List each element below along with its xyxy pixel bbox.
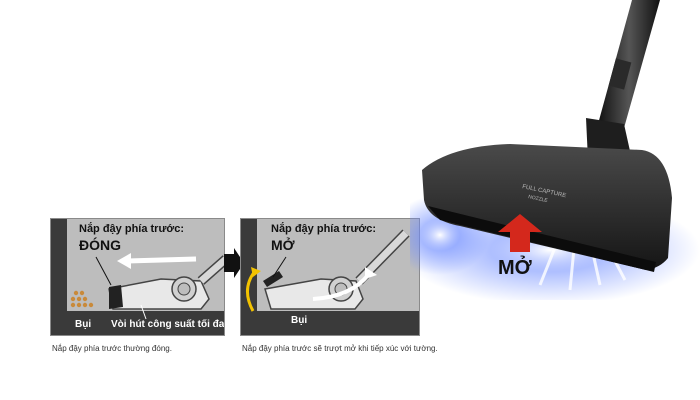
transition-arrow-icon bbox=[224, 248, 244, 278]
closed-title: Nắp đậy phía trước: bbox=[79, 223, 185, 235]
dust-particles bbox=[70, 290, 94, 308]
open-callout-label: MỞ bbox=[498, 257, 532, 279]
nozzle-brand-text-2: NOZZLE bbox=[528, 194, 549, 204]
wall bbox=[241, 219, 257, 311]
dust-label-open: Bụi bbox=[291, 315, 308, 326]
up-arrow-icon bbox=[498, 214, 542, 252]
open-nozzle-illustration bbox=[246, 229, 410, 312]
open-state-label: MỞ bbox=[271, 237, 295, 253]
nozzle-label: Vòi hút công suất tối đa bbox=[111, 319, 225, 330]
caption-closed: Nắp đậy phía trước thường đóng. bbox=[52, 344, 172, 353]
wall bbox=[51, 219, 67, 311]
diagram-panel-open: Nắp đậy phía trước: MỞ Bụi bbox=[240, 218, 420, 336]
closed-nozzle-illustration bbox=[70, 253, 224, 320]
diagram-panel-closed: Nắp đậy phía trước: ĐÓNG Bụi Vòi hút côn… bbox=[50, 218, 225, 336]
vacuum-nozzle-photo: FULL CAPTURE NOZZLE bbox=[410, 0, 700, 300]
dust-label-closed: Bụi bbox=[75, 319, 92, 330]
caption-open: Nắp đậy phía trước sẽ trượt mở khi tiếp … bbox=[242, 344, 438, 353]
floor bbox=[51, 311, 224, 335]
floor bbox=[241, 311, 419, 335]
closed-state-label: ĐÓNG bbox=[79, 237, 121, 253]
open-title: Nắp đậy phía trước: bbox=[271, 223, 377, 235]
